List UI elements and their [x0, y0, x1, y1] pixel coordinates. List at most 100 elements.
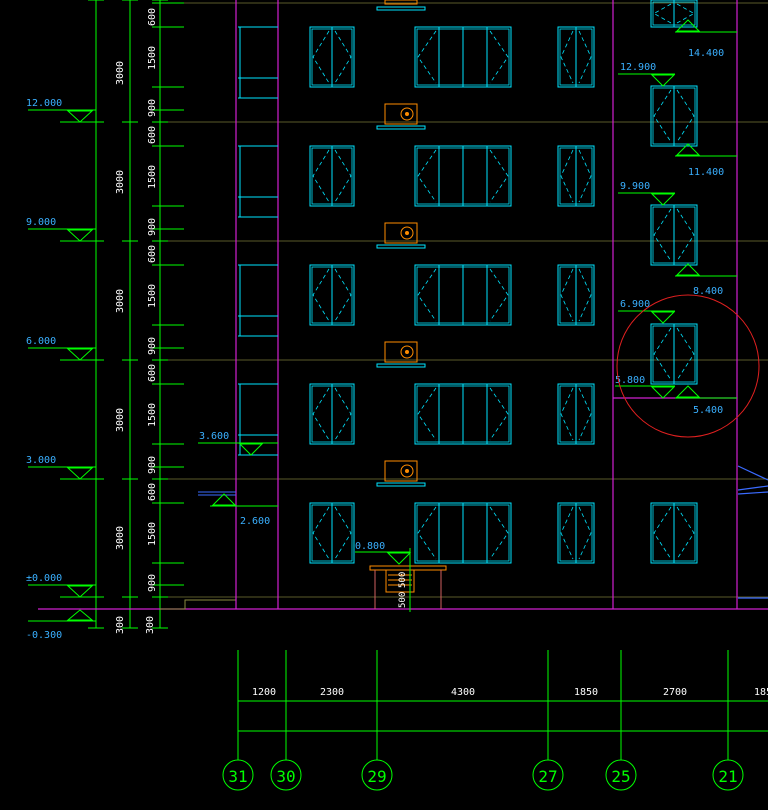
level-marker: 5.800	[615, 375, 676, 399]
axis-label-21: 21	[718, 767, 737, 786]
inner-dim-label: 1500	[147, 522, 158, 546]
window	[414, 145, 512, 207]
horizontal-dimension-chain	[237, 650, 768, 760]
level-11400: 11.400	[688, 167, 724, 178]
inner-dim-label: 1500	[147, 46, 158, 70]
misc-level-markers: 3.600 2.600 0.800	[198, 431, 412, 565]
outer-dim-label: 300	[115, 616, 126, 634]
floor-lines	[160, 2, 768, 598]
horizontal-dim-labels: 1200 2300 4300 1850 2700 185	[252, 687, 768, 698]
right-level-markers: 14.400 12.900 11.400 9.900 8.400 6.900	[615, 19, 737, 416]
window	[414, 383, 512, 445]
window	[309, 502, 355, 564]
level-3600: 3.600	[199, 431, 229, 442]
window	[650, 323, 698, 385]
window	[650, 204, 698, 266]
axis-bubble: 31	[222, 759, 254, 791]
ground-line	[38, 599, 768, 610]
window	[557, 264, 595, 326]
balcony-rails	[238, 26, 278, 456]
outer-dim-label: 3000	[115, 289, 126, 313]
axis-label-25: 25	[611, 767, 630, 786]
level-marker: 8.400	[675, 263, 737, 297]
outer-dim-label: 3000	[115, 61, 126, 85]
level-marker: 3.600	[198, 431, 278, 456]
window	[309, 264, 355, 326]
level-000: ±0.000	[26, 573, 62, 584]
level-marker: 12.900	[618, 62, 676, 87]
vertical-dim-labels: 3000 3000 3000 3000 3000 300 300 600 150…	[115, 8, 158, 634]
level-3000: 3.000	[26, 455, 56, 466]
window	[650, 85, 698, 147]
axis-label-31: 31	[228, 767, 247, 786]
level-8400: 8.400	[693, 286, 723, 297]
axis-bubble: 25	[605, 759, 637, 791]
level-5800: 5.800	[615, 375, 645, 386]
level-12900: 12.900	[620, 62, 656, 73]
axis-label-29: 29	[367, 767, 386, 786]
outer-dim-label: 3000	[115, 408, 126, 432]
level-marker: 3.000	[26, 455, 96, 480]
ac-unit	[376, 460, 426, 487]
level-14400: 14.400	[688, 48, 724, 59]
inner-dim-label: 600	[147, 126, 158, 144]
level-9900: 9.900	[620, 181, 650, 192]
inner-dim-label: 1500	[147, 284, 158, 308]
window	[650, 0, 698, 28]
level-marker: 6.900	[618, 299, 676, 324]
entrance-dim-1: 500	[398, 572, 408, 588]
inner-dim-label: 900	[147, 456, 158, 474]
inner-dim-label: 600	[147, 8, 158, 26]
entrance-dim-2: 500	[398, 592, 408, 608]
window	[650, 502, 698, 564]
axis-bubbles: 31 30 29 27 25 21	[222, 759, 744, 791]
outer-dim-label: 3000	[115, 170, 126, 194]
inner-dim-label: 900	[147, 574, 158, 592]
axis-label-30: 30	[276, 767, 295, 786]
level-marker: -0.300	[26, 609, 96, 641]
level-marker: ±0.000	[26, 573, 96, 598]
left-level-markers: 12.000 9.000 6.000 3.000 ±0.000	[26, 98, 96, 641]
inner-dim-label: 900	[147, 99, 158, 117]
level-2600: 2.600	[240, 516, 270, 527]
window	[309, 383, 355, 445]
inner-dim-label: 900	[147, 337, 158, 355]
level-0800: 0.800	[355, 541, 385, 552]
outer-dim-label: 300	[145, 616, 156, 634]
stair-hatch	[737, 465, 768, 599]
level-marker: 9.000	[26, 217, 96, 242]
window	[414, 26, 512, 88]
window	[309, 26, 355, 88]
window	[557, 383, 595, 445]
axis-bubble: 21	[712, 759, 744, 791]
building-outline	[235, 0, 738, 609]
hdim-1850: 1850	[574, 687, 598, 698]
outer-dim-label: 3000	[115, 526, 126, 550]
ac-unit	[376, 103, 426, 130]
level-marker: 9.900	[618, 181, 676, 206]
window	[414, 264, 512, 326]
axis-bubble: 27	[532, 759, 564, 791]
window	[557, 502, 595, 564]
level-marker: 6.000	[26, 336, 96, 361]
level-minus-0300: -0.300	[26, 630, 62, 641]
level-marker: 5.400	[675, 385, 737, 416]
level-marker: 2.600	[198, 491, 278, 527]
vertical-dimension-chains	[88, 0, 184, 629]
inner-dim-label: 600	[147, 483, 158, 501]
windows	[309, 0, 698, 564]
level-6900: 6.900	[620, 299, 650, 310]
hdim-2300: 2300	[320, 687, 344, 698]
ac-unit	[376, 222, 426, 249]
inner-dim-label: 1500	[147, 165, 158, 189]
inner-dim-label: 600	[147, 364, 158, 382]
entrance-canopy: 500 500	[369, 548, 447, 612]
level-marker: 14.400	[675, 19, 737, 59]
ac-unit	[376, 0, 426, 11]
level-marker: 12.000	[26, 98, 96, 123]
window	[557, 26, 595, 88]
ac-unit	[376, 341, 426, 368]
axis-label-27: 27	[538, 767, 557, 786]
ac-units	[376, 0, 426, 487]
